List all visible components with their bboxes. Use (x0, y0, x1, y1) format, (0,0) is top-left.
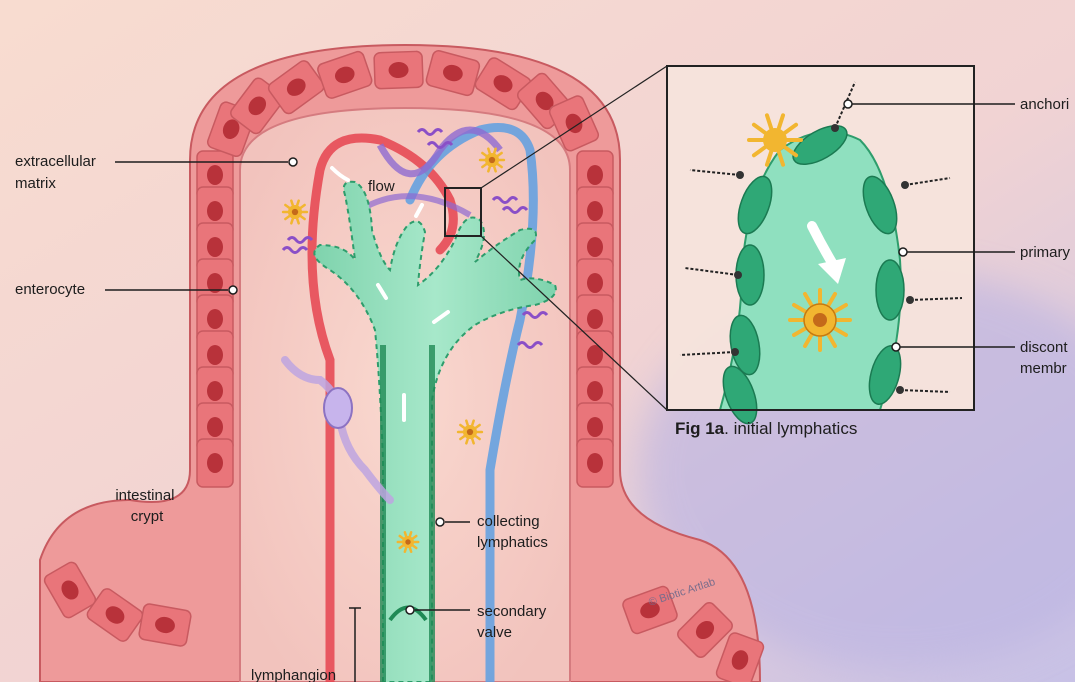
enterocyte-cell (715, 632, 765, 682)
collagen-fiber (286, 236, 314, 244)
anchoring-filaments (679, 81, 963, 394)
collagen-fibers (281, 128, 549, 349)
enterocyte-cell (548, 95, 600, 152)
lymphocyte-body (323, 387, 353, 429)
enterocyte-cell (138, 603, 192, 647)
enterocyte-cell (677, 602, 733, 658)
zoom-flow-arrowhead (818, 258, 846, 284)
immune-cell (478, 147, 506, 173)
label-enterocyte: enterocyte (15, 281, 85, 298)
enterocyte-cell (373, 50, 424, 90)
leader-dots (228, 99, 908, 615)
enterocyte-cell (576, 438, 614, 488)
enterocyte-cell (86, 588, 144, 642)
collagen-fiber (521, 311, 549, 319)
capillary-connector (376, 126, 503, 178)
zoom-source-box (444, 187, 482, 237)
endothelial-cell (737, 175, 773, 235)
label-discontinuous: discont membr (1020, 339, 1072, 377)
lacteal (313, 180, 557, 682)
label-primary: primary (1020, 244, 1071, 261)
enterocyte-cell (43, 561, 97, 619)
flow-arrows (330, 166, 450, 422)
enterocyte-cell (425, 50, 481, 97)
collagen-fiber (516, 341, 544, 349)
label-secondary-valve: secondary valve (477, 603, 550, 641)
collagen-fiber (491, 196, 519, 204)
endothelial-cell (862, 175, 898, 235)
endothelial-cell (875, 259, 905, 321)
anchoring-filament (684, 267, 739, 276)
capillary-loop (358, 193, 472, 218)
zoom-line-top (480, 65, 668, 189)
enterocyte-cell (622, 585, 678, 635)
zoom-line-bottom (480, 235, 668, 411)
anchoring-filament (679, 351, 736, 356)
anchoring-filament (899, 389, 951, 393)
anchoring-filament (909, 297, 963, 301)
collagen-fiber (426, 141, 454, 149)
endothelial-cell (792, 124, 848, 166)
immune-cell (281, 199, 309, 225)
immune-cell (456, 419, 484, 445)
label-extracellular-matrix: extracellular matrix (15, 153, 100, 192)
enterocyte-cell (267, 60, 325, 115)
zoom-immune-cell (788, 288, 852, 352)
collagen-fiber (501, 206, 529, 214)
label-collecting-lymphatics: collecting lymphatics (477, 513, 548, 551)
enterocyte-cell (474, 57, 532, 111)
enterocyte-cell (317, 50, 373, 99)
zoom-immune-cell-top (747, 113, 803, 167)
anchoring-filament (689, 169, 741, 176)
leader-lines (105, 103, 1015, 682)
anchoring-filament (904, 177, 951, 186)
label-intestinal-crypt: intestinal crypt (115, 487, 178, 525)
immune-cell (396, 531, 420, 553)
immune-cells (281, 147, 506, 553)
label-anchoring: anchori (1020, 96, 1069, 113)
collagen-fiber (281, 246, 309, 254)
collagen-fiber (416, 128, 444, 136)
enterocyte-cell (196, 438, 234, 488)
vein (405, 123, 538, 682)
zoom-panel (666, 65, 975, 411)
endothelial-cell (729, 314, 761, 376)
label-lymphangion: lymphangion (251, 667, 336, 682)
label-flow: flow (368, 178, 395, 195)
figure-caption: Fig 1a. initial lymphatics (675, 419, 857, 438)
